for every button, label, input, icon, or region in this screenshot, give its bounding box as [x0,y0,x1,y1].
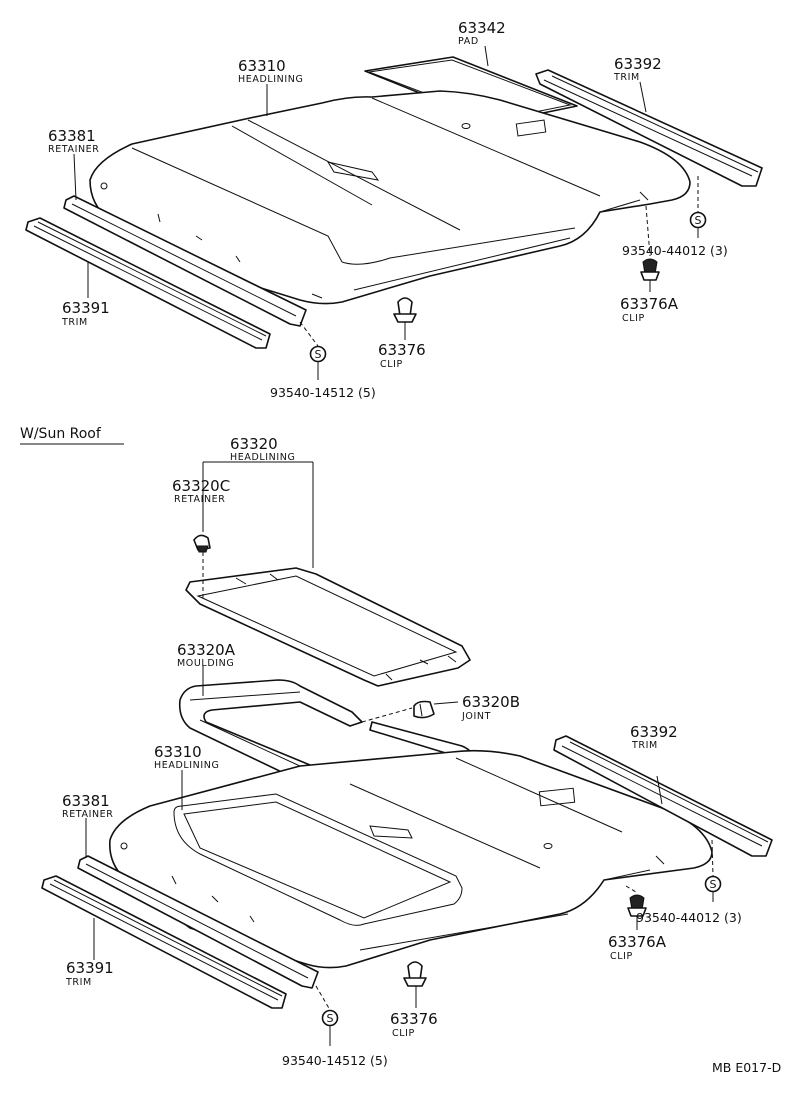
trim-right-bottom-number: 63392 [630,723,678,741]
clip-center-bottom-part [403,961,427,987]
bottom-assembly: S S 63320 HEADLINING 63320C RETAINER 633… [41,435,773,1068]
headlining-bottom-number: 63310 [154,743,202,761]
retainer-part [63,195,307,327]
clip-right-number: 63376A [620,295,679,313]
trim-left-bottom-part [41,875,287,1009]
screw-right-symbol: S [689,211,707,229]
diagram-code: MB E017-D [712,1060,781,1075]
clip-center-name: CLIP [380,359,403,370]
trim-left-bottom-number: 63391 [66,959,114,977]
trim-left-bottom-name: TRIM [65,977,92,988]
screw-left-bottom-symbol: S [321,1009,339,1027]
sunroof-headlining-part [185,567,471,687]
screw-left-bottom-ref: 93540-14512 (5) [282,1053,388,1068]
screw-right-bottom-symbol: S [704,875,722,893]
clip-right-bottom-number: 63376A [608,933,667,951]
retainer-bottom-name: RETAINER [62,809,113,820]
retainer-name: RETAINER [48,144,99,155]
retainer-c-name: RETAINER [174,494,225,505]
clip-center-bottom-number: 63376 [390,1010,438,1028]
screw-left-glyph: S [315,348,322,361]
screw-left-bottom-glyph: S [327,1012,334,1025]
trim-right-bottom-part [553,735,773,857]
pad-number: 63342 [458,19,506,37]
sunroof-headlining-name: HEADLINING [230,452,295,463]
screw-right-ref: 93540-44012 (3) [622,243,728,258]
moulding-name: MOULDING [177,658,234,669]
clip-right-bottom-name: CLIP [610,951,633,962]
trim-right-number: 63392 [614,55,662,73]
trim-left-number: 63391 [62,299,110,317]
screw-left-ref: 93540-14512 (5) [270,385,376,400]
moulding-number: 63320A [177,641,236,659]
top-assembly: S S 63342 PAD 63310 HEADLINING 63392 TRI… [25,19,763,400]
screw-right-bottom-glyph: S [710,878,717,891]
clip-center-part [393,297,417,323]
headlining-part [89,90,691,305]
retainer-c-number: 63320C [172,477,230,495]
trim-right-bottom-name: TRIM [631,740,658,751]
retainer-bottom-part [77,855,319,989]
joint-number: 63320B [462,693,520,711]
pad-name: PAD [458,36,479,47]
clip-center-bottom-name: CLIP [392,1028,415,1039]
section-title: W/Sun Roof [20,426,102,442]
clip-right-part [640,258,660,281]
screw-right-glyph: S [695,214,702,227]
screw-left-symbol: S [309,345,327,363]
headlining-sunroof-main-part [108,749,713,969]
retainer-c-part [193,534,211,553]
trim-right-part [535,69,763,187]
joint-part [413,700,435,719]
screw-right-bottom-ref: 93540-44012 (3) [636,910,742,925]
retainer-bottom-number: 63381 [62,792,110,810]
joint-name: JOINT [461,711,491,722]
sunroof-headlining-number: 63320 [230,435,278,453]
trim-left-part [25,217,271,349]
headlining-name: HEADLINING [238,74,303,85]
headlining-bottom-name: HEADLINING [154,760,219,771]
retainer-number: 63381 [48,127,96,145]
clip-right-name: CLIP [622,313,645,324]
trim-left-name: TRIM [61,317,88,328]
headlining-number: 63310 [238,57,286,75]
trim-right-name: TRIM [613,72,640,83]
clip-right-bottom-part [627,894,647,917]
clip-center-number: 63376 [378,341,426,359]
